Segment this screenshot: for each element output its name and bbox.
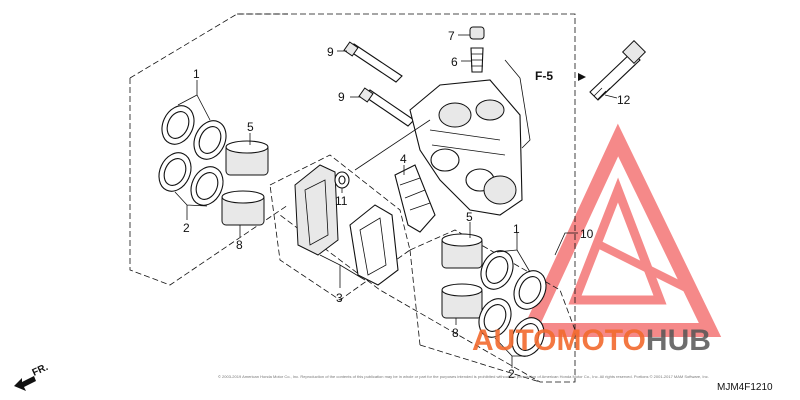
pin-plug bbox=[334, 171, 350, 189]
reference-label: F-5 bbox=[535, 69, 553, 83]
left-dust-seal-lower bbox=[158, 152, 192, 192]
left-piston-upper bbox=[225, 140, 269, 176]
callout-5-right: 5 bbox=[466, 210, 473, 224]
callout-2-right: 2 bbox=[508, 367, 515, 381]
brake-pad-rear bbox=[349, 204, 399, 286]
brake-pad-front bbox=[294, 164, 339, 256]
right-piston-seal-upper-2 bbox=[513, 270, 547, 310]
copyright-notice: © 2003-2019 American Honda Motor Co., In… bbox=[218, 374, 709, 379]
pad-pin-lower bbox=[358, 87, 415, 127]
leader-lines bbox=[174, 34, 618, 368]
callout-8-left: 8 bbox=[236, 238, 243, 252]
left-piston-lower bbox=[221, 190, 265, 226]
reference-arrow-icon bbox=[578, 73, 586, 81]
right-piston-lower bbox=[441, 283, 483, 319]
callout-3: 3 bbox=[336, 291, 343, 305]
direction-arrow-icon bbox=[14, 376, 36, 391]
caliper-mounting-bolt bbox=[589, 39, 647, 101]
right-piston-seal-upper bbox=[480, 250, 514, 290]
direction-label: FR. bbox=[31, 362, 50, 379]
left-piston-seal-upper-2 bbox=[193, 120, 227, 160]
callout-9-mid: 9 bbox=[338, 90, 345, 104]
left-piston-seal-upper bbox=[161, 105, 195, 145]
pad-spring bbox=[394, 164, 436, 233]
bleeder-screw bbox=[470, 47, 484, 73]
watermark-text: AUTOMOTOHUB bbox=[472, 324, 711, 357]
left-seal-piston-group-outline bbox=[129, 13, 289, 286]
callout-4: 4 bbox=[400, 152, 407, 166]
caliper-body bbox=[409, 79, 523, 216]
callout-2-left: 2 bbox=[183, 221, 190, 235]
pad-group-outline bbox=[269, 154, 411, 301]
callout-7: 7 bbox=[448, 29, 455, 43]
right-dust-seal-lower-2 bbox=[511, 317, 545, 357]
right-dust-seal-lower bbox=[478, 298, 512, 338]
pad-pin-upper bbox=[343, 41, 403, 83]
callout-10: 10 bbox=[580, 227, 594, 241]
callout-11: 11 bbox=[335, 194, 348, 208]
callout-12: 12 bbox=[617, 93, 631, 107]
bleeder-cap bbox=[469, 26, 485, 40]
callout-9-top: 9 bbox=[327, 45, 334, 59]
diagram-code: MJM4F1210 bbox=[717, 382, 773, 393]
callout-6: 6 bbox=[451, 55, 458, 69]
watermark-triangle-logo bbox=[519, 123, 722, 337]
callout-5-left: 5 bbox=[247, 120, 254, 134]
left-dust-seal-lower-2 bbox=[190, 166, 224, 206]
callout-1-right: 1 bbox=[513, 222, 520, 236]
callout-8-right: 8 bbox=[452, 326, 459, 340]
right-piston-upper bbox=[441, 233, 483, 269]
callout-1-left: 1 bbox=[193, 67, 200, 81]
